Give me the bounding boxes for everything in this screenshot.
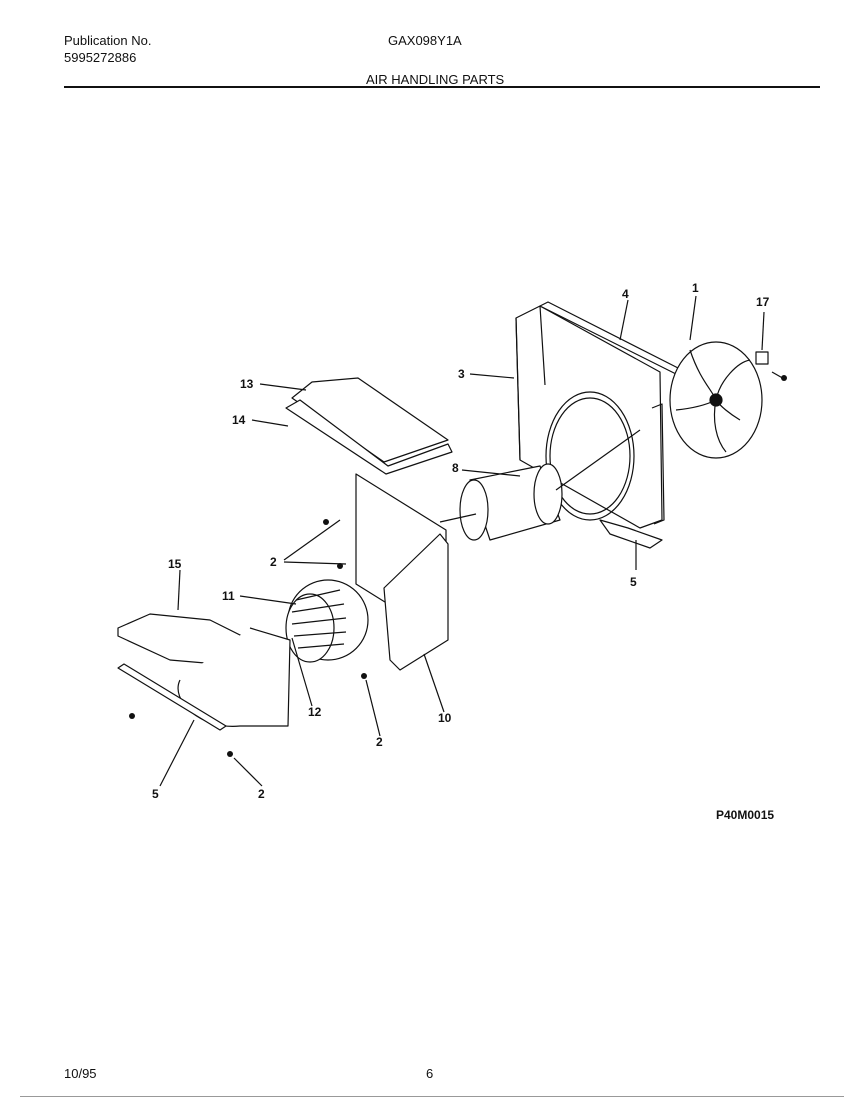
part-15-scroll — [117, 613, 291, 731]
part-17-clip — [755, 351, 769, 365]
callout-13: 13 — [240, 377, 254, 391]
callout-2c: 2 — [258, 787, 265, 801]
page-number: 6 — [426, 1066, 434, 1081]
part-1-fan — [669, 341, 763, 459]
callout-5b: 5 — [152, 787, 159, 801]
callout-2b: 2 — [376, 735, 383, 749]
publication-number: 5995272886 — [64, 50, 137, 65]
callout-labels: 1 4 17 3 13 14 8 2 15 5 11 12 10 2 5 2 — [152, 281, 770, 801]
callout-15: 15 — [168, 557, 182, 571]
part-14-sheet — [285, 399, 453, 475]
section-title: AIR HANDLING PARTS — [366, 72, 505, 87]
model-number: GAX098Y1A — [388, 33, 462, 48]
callout-11: 11 — [222, 589, 235, 603]
footer-divider — [20, 1096, 844, 1097]
callout-3: 3 — [458, 367, 465, 381]
callout-14: 14 — [232, 413, 246, 427]
part-10-panel — [383, 533, 449, 671]
part-13-sheet — [291, 377, 449, 463]
callout-8: 8 — [452, 461, 459, 475]
part-11-blower-wheel — [285, 579, 369, 663]
screw-icons — [129, 375, 787, 757]
callout-12: 12 — [308, 705, 322, 719]
diagram-code: P40M0015 — [716, 808, 775, 822]
callout-10: 10 — [438, 711, 452, 725]
part-5-base-right — [599, 519, 663, 549]
part-8-motor — [439, 429, 641, 541]
footer-date: 10/95 — [64, 1066, 97, 1081]
callout-5a: 5 — [630, 575, 637, 589]
callout-4: 4 — [622, 287, 629, 301]
callout-17: 17 — [756, 295, 770, 309]
publication-label: Publication No. — [64, 33, 152, 48]
callout-1: 1 — [692, 281, 699, 295]
header-divider — [64, 86, 820, 88]
callout-2a: 2 — [270, 555, 277, 569]
